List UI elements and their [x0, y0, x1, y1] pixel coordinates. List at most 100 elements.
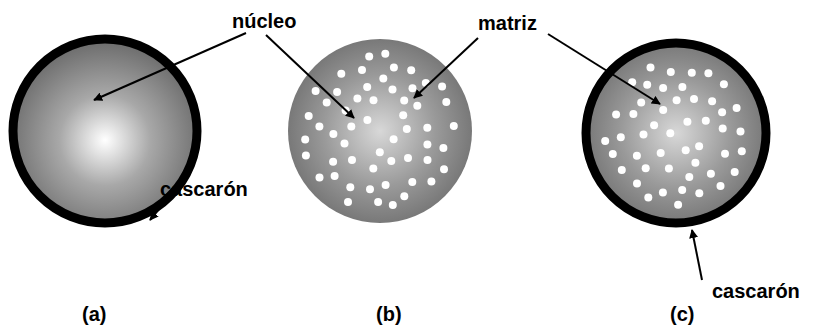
dot [381, 50, 389, 58]
dot [331, 172, 339, 180]
dot [370, 96, 378, 104]
dot [403, 125, 411, 133]
dot [629, 110, 637, 118]
dot [390, 135, 398, 143]
dot [685, 173, 693, 181]
leader-line [414, 38, 478, 98]
dot [329, 130, 337, 138]
dot [695, 189, 703, 197]
dot [365, 53, 373, 61]
dot [637, 99, 645, 107]
part-label: cascarón [712, 280, 800, 302]
dot [695, 142, 703, 150]
dot [719, 124, 727, 132]
dot [344, 198, 352, 206]
dot [708, 97, 716, 105]
dot [682, 146, 690, 154]
dot [316, 174, 324, 182]
dot [642, 164, 650, 172]
dot [733, 104, 741, 112]
dot [400, 97, 408, 105]
dot [707, 170, 715, 178]
leader-line [692, 230, 702, 280]
dot [440, 165, 448, 173]
dot [609, 150, 617, 158]
dot [363, 116, 371, 124]
dot [442, 98, 450, 106]
dot [400, 192, 408, 200]
dot [387, 157, 395, 165]
dot [423, 124, 431, 132]
dot [666, 129, 674, 137]
dot [643, 81, 651, 89]
figure-letter: (a) [82, 303, 106, 325]
dot [333, 88, 341, 96]
dot [659, 106, 667, 114]
dot [702, 117, 710, 125]
dot [337, 70, 345, 78]
dispersed-dots [601, 64, 746, 209]
dot [363, 83, 371, 91]
dot [407, 66, 415, 74]
dot [341, 140, 349, 148]
dot [644, 194, 652, 202]
dot [301, 135, 309, 143]
dot [612, 111, 620, 119]
dot [601, 137, 609, 145]
dot [450, 122, 458, 130]
leader-line [548, 34, 660, 104]
dot [737, 127, 745, 135]
dot [657, 149, 665, 157]
dot [688, 69, 696, 77]
dot [674, 201, 682, 209]
dot [738, 147, 746, 155]
dot [423, 141, 431, 149]
dot [369, 165, 377, 173]
dot [374, 198, 382, 206]
dot [650, 121, 658, 129]
dot [358, 66, 366, 74]
dot [404, 154, 412, 162]
dot [315, 122, 323, 130]
dot [731, 168, 739, 176]
dot [366, 185, 374, 193]
dot [617, 133, 625, 141]
dot [302, 151, 310, 159]
dot [427, 177, 435, 185]
dot [720, 80, 728, 88]
dot [399, 111, 407, 119]
dot [678, 83, 686, 91]
part-label: núcleo [232, 10, 296, 32]
dot [683, 118, 691, 126]
dot [690, 95, 698, 103]
dot [691, 159, 699, 167]
leader-line [94, 33, 246, 100]
dot [717, 182, 725, 190]
dot [389, 201, 397, 209]
dot [390, 63, 398, 71]
dot [389, 86, 397, 94]
dot [382, 181, 390, 189]
dot [640, 130, 648, 138]
dot [673, 96, 681, 104]
dot [346, 183, 354, 191]
dot [376, 148, 384, 156]
dot [408, 178, 416, 186]
dot [618, 166, 626, 174]
dot [379, 75, 387, 83]
dot [329, 158, 337, 166]
dot [659, 189, 667, 197]
dot [647, 64, 655, 72]
dot [718, 108, 726, 116]
dot [305, 112, 313, 120]
dot [312, 87, 320, 95]
dot [633, 180, 641, 188]
dot [721, 150, 729, 158]
leader-line [266, 35, 354, 118]
part-label: cascarón [160, 178, 248, 200]
dot [667, 68, 675, 76]
matrix-particle [288, 39, 472, 223]
dot [347, 123, 355, 131]
dot [424, 156, 432, 164]
